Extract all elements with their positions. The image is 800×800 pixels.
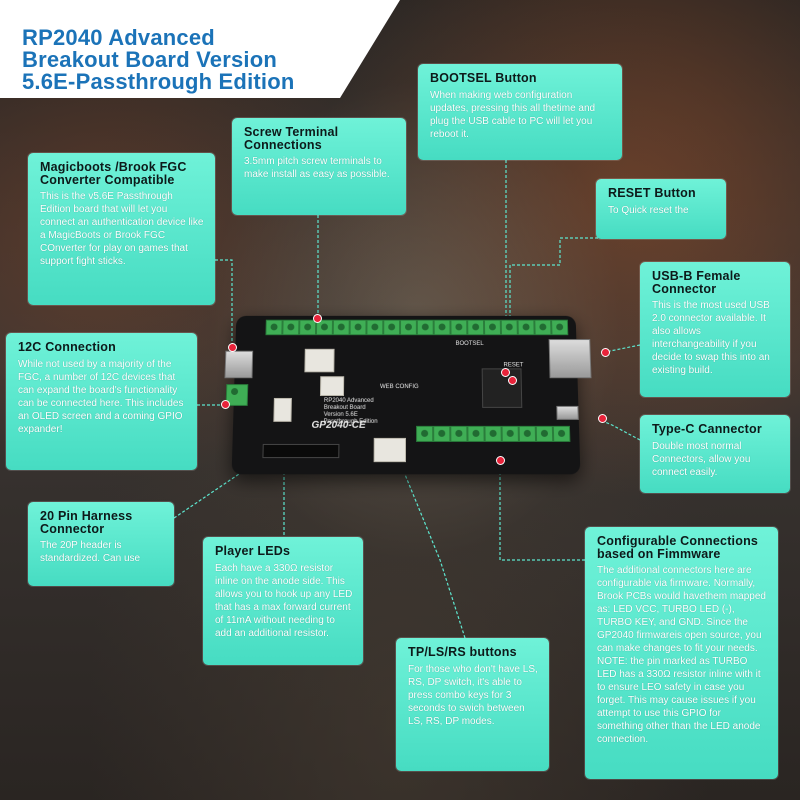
marker-bootsel (501, 368, 510, 377)
marker-screw-terminal (313, 314, 322, 323)
callout-usb-b: USB-B Female Connector This is the most … (640, 262, 790, 397)
callout-tplsrs-title: TP/LS/RS buttons (408, 645, 517, 659)
callout-reset: RESET Button To Quick reset the (596, 179, 726, 239)
callout-bootsel-text: When making web configuration updates, p… (430, 89, 596, 140)
marker-configurable (496, 456, 505, 465)
callout-player-leds: Player LEDs Each have a 330Ω resistor in… (203, 537, 363, 665)
callout-harness-title: 20 Pin Harness Connector (40, 509, 133, 536)
screw-terminal-row-bottom (416, 425, 571, 442)
usb-c-port (556, 405, 579, 420)
usb-b-port (548, 339, 592, 379)
title-banner (0, 0, 400, 98)
board-label-bootsel: BOOTSEL (455, 341, 484, 347)
callout-reset-text: To Quick reset the (608, 204, 689, 216)
screw-terminal-row-top (265, 319, 569, 336)
20-pin-header (262, 443, 340, 459)
callout-screw-title: Screw Terminal Connections (244, 125, 339, 152)
marker-reset (508, 376, 517, 385)
callout-magicboots: Magicboots /Brook FGC Converter Compatib… (28, 153, 215, 305)
jst-connector-3 (273, 397, 292, 422)
callout-i2c-text: While not used by a majority of the FGC,… (18, 358, 184, 435)
callout-reset-title: RESET Button (608, 186, 696, 200)
callout-i2c-title: 12C Connection (18, 340, 116, 354)
title-line-1: RP2040 Advanced (22, 25, 215, 50)
callout-tp-ls-rs: TP/LS/RS buttons For those who don't hav… (396, 638, 549, 771)
jst-connector-1 (304, 348, 335, 373)
callout-magicboots-title: Magicboots /Brook FGC Converter Compatib… (40, 160, 187, 187)
title-line-3: 5.6E-Passthrough Edition (22, 69, 295, 94)
callout-screw-text: 3.5mm pitch screw terminals to make inst… (244, 156, 390, 180)
title-line-2: Breakout Board Version (22, 47, 278, 72)
callout-bootsel-title: BOOTSEL Button (430, 71, 537, 85)
callout-bootsel: BOOTSEL Button When making web configura… (418, 64, 622, 160)
marker-usb-b (601, 348, 610, 357)
callout-type-c: Type-C Cannector Double most normal Conn… (640, 415, 790, 493)
callout-tplsrs-text: For those who don't have LS, RS, DP swit… (408, 663, 538, 727)
page-title: RP2040 Advanced Breakout Board Version 5… (22, 27, 295, 93)
pcb-board: WEB CONFIG GP2040-CE RP2040 Advanced Bre… (224, 315, 592, 475)
marker-type-c (598, 414, 607, 423)
callout-usbb-title: USB-B Female Connector (652, 269, 741, 296)
marker-i2c (221, 400, 230, 409)
callout-usbb-text: This is the most used USB 2.0 connector … (652, 300, 770, 376)
callout-configurable: Configurable Connections based on Fimmwa… (585, 527, 778, 779)
usb-passthrough-port (224, 350, 254, 379)
callout-configurable-title: Configurable Connections based on Fimmwa… (597, 534, 759, 561)
board-label-web: WEB CONFIG (380, 384, 419, 391)
jst-connector-2 (319, 376, 345, 396)
callout-configurable-text: The additional connectors here are confi… (597, 565, 766, 745)
jst-connector-4 (373, 437, 406, 463)
callout-i2c: 12C Connection While not used by a major… (6, 333, 197, 470)
board-label-desc: RP2040 Advanced Breakout Board Version 5… (323, 397, 378, 425)
callout-harness-text: The 20P header is standardized. Can use (40, 540, 141, 564)
callout-typec-title: Type-C Cannector (652, 422, 762, 436)
callout-screw-terminal: Screw Terminal Connections 3.5mm pitch s… (232, 118, 406, 215)
marker-magicboots (228, 343, 237, 352)
callout-leds-title: Player LEDs (215, 544, 291, 558)
callout-typec-text: Double most normal Connectors, allow you… (652, 440, 751, 478)
callout-magicboots-text: This is the v5.6E Passthrough Edition bo… (40, 191, 204, 267)
callout-harness: 20 Pin Harness Connector The 20P header … (28, 502, 174, 586)
callout-leds-text: Each have a 330Ω resistor inline on the … (215, 562, 353, 639)
